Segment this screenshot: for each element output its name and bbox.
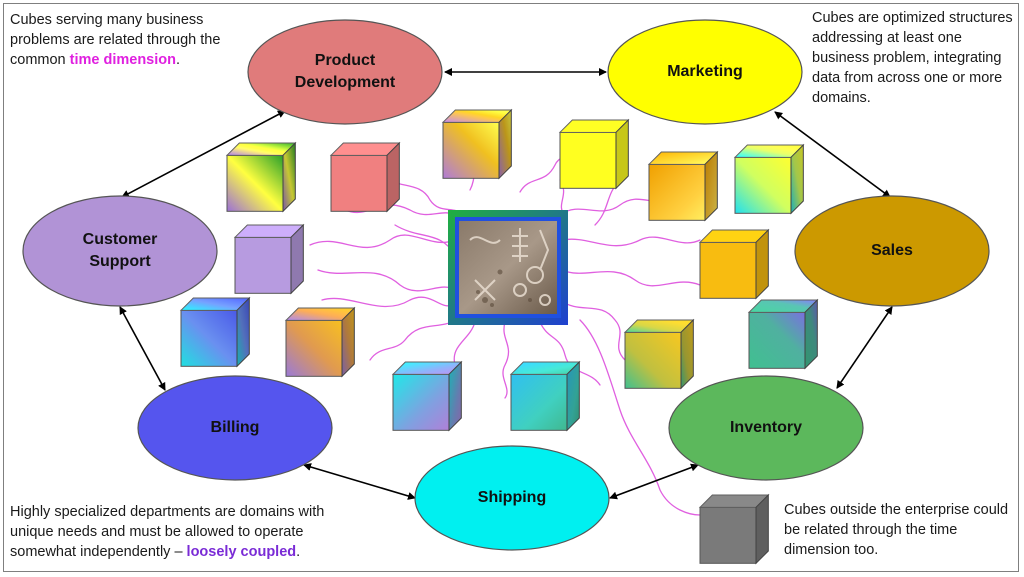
billing-domain bbox=[137, 375, 333, 481]
sales-domain bbox=[794, 195, 990, 307]
cube bbox=[623, 318, 695, 390]
time-line bbox=[579, 319, 701, 516]
note-time-dimension: Cubes serving many business problems are… bbox=[10, 10, 250, 70]
inventory-domain bbox=[668, 375, 864, 481]
arrow-product-support bbox=[121, 110, 286, 198]
cube bbox=[441, 108, 513, 180]
time-dimension-highlight: time dimension bbox=[69, 52, 176, 68]
note-text-end: . bbox=[176, 52, 181, 68]
product-development-domain bbox=[247, 19, 443, 125]
domain-ellipses bbox=[22, 19, 990, 551]
cube bbox=[391, 360, 463, 432]
cube bbox=[733, 143, 805, 215]
cube bbox=[179, 296, 251, 368]
marketing-domain bbox=[607, 19, 803, 125]
note-text-end: . bbox=[296, 544, 301, 560]
shipping-domain bbox=[414, 445, 610, 551]
cube bbox=[329, 141, 401, 213]
arrow-shipping-inventory bbox=[609, 463, 699, 500]
cube bbox=[233, 223, 305, 295]
time-line bbox=[559, 299, 626, 361]
arrow-support-billing bbox=[119, 306, 166, 391]
time-line bbox=[502, 321, 510, 399]
arrow-billing-shipping bbox=[303, 463, 416, 500]
time-line bbox=[561, 269, 701, 287]
note-text: Cubes serving many business problems are… bbox=[10, 12, 221, 68]
cube bbox=[747, 298, 819, 370]
time-line bbox=[309, 234, 456, 249]
time-line bbox=[369, 319, 456, 361]
cube bbox=[698, 228, 770, 300]
petroglyph-image bbox=[448, 210, 568, 325]
note-text: Highly specialized departments are domai… bbox=[10, 504, 325, 560]
note-cubes-optimized: Cubes are optimized structures addressin… bbox=[812, 8, 1017, 108]
time-line bbox=[561, 236, 701, 247]
cubes-layer bbox=[179, 108, 819, 432]
time-line bbox=[321, 296, 453, 308]
note-text: Cubes are optimized structures addressin… bbox=[812, 10, 1013, 106]
arrow-marketing-sales bbox=[774, 111, 891, 198]
time-line bbox=[539, 321, 601, 386]
cube bbox=[647, 150, 719, 222]
cube bbox=[225, 141, 297, 213]
loosely-coupled-highlight: loosely coupled bbox=[186, 544, 297, 560]
outside-cube-shape bbox=[698, 493, 770, 565]
cube bbox=[558, 118, 630, 190]
time-line bbox=[317, 269, 456, 292]
note-text: Cubes outside the enterprise could be re… bbox=[784, 502, 1009, 558]
customer-support-domain bbox=[22, 195, 218, 307]
outside-enterprise-cube bbox=[698, 493, 770, 565]
note-loosely-coupled: Highly specialized departments are domai… bbox=[10, 502, 370, 562]
arrow-sales-inventory bbox=[836, 306, 893, 389]
connector-arrows bbox=[119, 68, 893, 500]
note-outside-enterprise: Cubes outside the enterprise could be re… bbox=[784, 500, 1009, 560]
cube bbox=[509, 360, 581, 432]
cube bbox=[284, 306, 356, 378]
